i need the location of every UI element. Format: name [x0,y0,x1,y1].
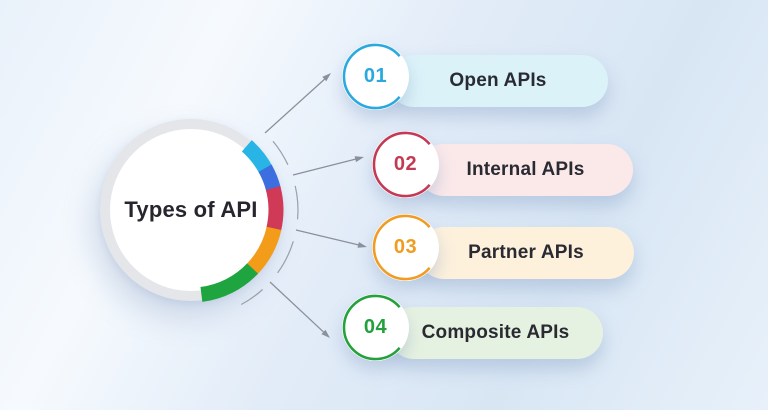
badge-number: 03 [393,236,418,258]
pill-label: Internal APIs [466,159,585,180]
badge-number: 04 [363,316,388,338]
pill-label: Composite APIs [421,322,570,343]
badge-02: 02 [372,131,439,198]
pill-composite-apis: Composite APIs [388,307,603,359]
central-circle: Types of API [100,119,282,301]
diagram-title: Types of API [124,197,258,222]
badge-ring-icon [342,294,401,361]
guide-arc-3 [277,241,294,274]
badge-number: 01 [363,65,388,87]
pill-internal-apis: Internal APIs [418,144,633,196]
guide-arc-2 [294,185,299,220]
badge-01: 01 [342,43,409,110]
arrowhead-partner-apis [357,242,367,248]
guide-arc-1 [272,140,289,166]
arrowhead-composite-apis [321,329,330,338]
badge-04: 04 [342,294,409,361]
badge-ring-icon [372,131,431,198]
pill-label: Open APIs [449,70,547,91]
guide-arc-4 [240,289,264,306]
arrow-to-open-apis [264,76,328,134]
pill-open-apis: Open APIs [388,55,608,107]
badge-ring-icon [372,214,431,281]
arrowhead-open-apis [322,73,331,82]
badge-ring-icon [342,43,401,110]
arrowhead-internal-apis [354,156,364,163]
pill-partner-apis: Partner APIs [418,227,634,279]
arrow-to-composite-apis [269,281,327,335]
pill-label: Partner APIs [468,242,584,263]
badge-number: 02 [393,153,418,175]
badge-03: 03 [372,214,439,281]
arrow-to-partner-apis [295,229,363,247]
arrow-to-internal-apis [292,157,360,176]
